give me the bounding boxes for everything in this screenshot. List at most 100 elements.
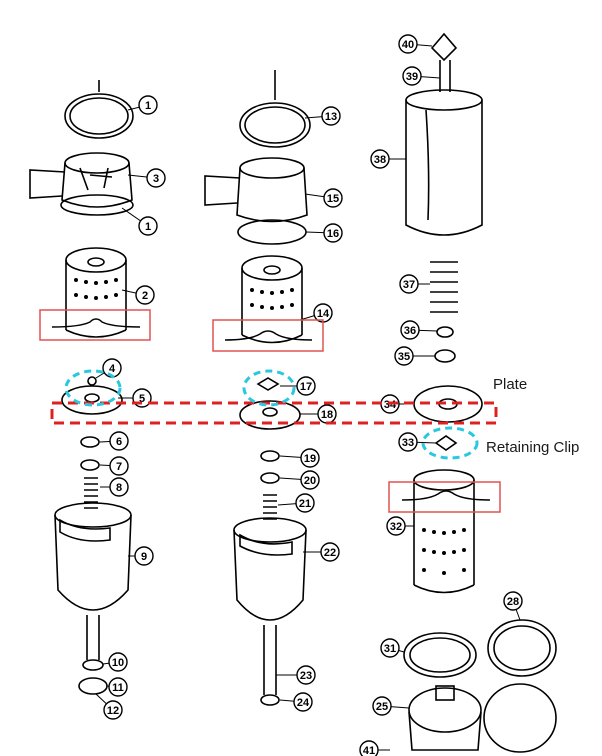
callout-number: 3 (153, 173, 159, 185)
callout-number: 14 (317, 308, 330, 320)
callout-35[interactable]: 35 (394, 346, 435, 366)
callout-bubble (321, 106, 341, 126)
callout-37[interactable]: 37 (399, 274, 430, 294)
retaining-clip-label: Retaining Clip (486, 439, 579, 456)
callout-number: 5 (139, 393, 145, 405)
callout-number: 1 (145, 221, 151, 233)
callout-bubble (380, 638, 400, 658)
base-housing-part (408, 683, 557, 753)
callout-22[interactable]: 22 (303, 542, 340, 562)
callout-number: 1 (145, 100, 151, 112)
callout-number: 33 (402, 437, 414, 449)
callout-21[interactable]: 21 (277, 493, 315, 513)
callout-24[interactable]: 24 (279, 692, 313, 712)
callout-12[interactable]: 12 (95, 693, 123, 720)
callout-2[interactable]: 2 (121, 285, 155, 305)
callout-bubble (394, 346, 414, 366)
o-ring-inner (69, 97, 129, 135)
callout-layer: 1312456789101112131516141718192021222324… (95, 34, 523, 756)
highlight-box-col3[interactable] (388, 481, 501, 513)
filter-element-part-3 (413, 469, 475, 594)
callout-bubble (300, 470, 320, 490)
callout-bubble (103, 700, 123, 720)
callout-10[interactable]: 10 (102, 652, 128, 672)
callout-bubble (398, 432, 418, 452)
callout-16[interactable]: 16 (305, 223, 343, 243)
highlight-box-col2[interactable] (212, 319, 324, 352)
callout-bubble (134, 546, 154, 566)
dashed-alignment-band (50, 401, 498, 425)
callout-number: 8 (116, 482, 122, 494)
callout-bubble (138, 95, 158, 115)
callout-32[interactable]: 32 (386, 516, 414, 536)
callout-31[interactable]: 31 (380, 638, 405, 658)
callout-23[interactable]: 23 (276, 665, 316, 685)
callout-6[interactable]: 6 (99, 431, 129, 451)
callout-number: 36 (404, 325, 416, 337)
callout-bubble (320, 542, 340, 562)
callout-number: 15 (327, 193, 339, 205)
callout-bubble (300, 448, 320, 468)
callout-bubble (296, 665, 316, 685)
callout-25[interactable]: 25 (372, 696, 410, 716)
callout-bubble (138, 216, 158, 236)
callout-number: 40 (402, 39, 414, 51)
callout-bubble (109, 431, 129, 451)
callout-13[interactable]: 13 (304, 106, 341, 126)
callout-number: 10 (112, 657, 124, 669)
callout-18[interactable]: 18 (300, 404, 337, 424)
callout-number: 18 (321, 409, 333, 421)
filter-head-part-2 (204, 157, 308, 245)
callout-33[interactable]: 33 (398, 432, 437, 452)
callout-number: 16 (327, 228, 339, 240)
callout-38[interactable]: 38 (370, 149, 406, 169)
callout-bubble (108, 652, 128, 672)
callout-11[interactable]: 11 (106, 677, 128, 697)
canister-part (405, 89, 483, 236)
callout-number: 39 (406, 71, 418, 83)
o-ring-part (64, 93, 134, 139)
callout-19[interactable]: 19 (279, 448, 320, 468)
callout-number: 28 (507, 596, 519, 608)
filter-head-part (29, 152, 134, 216)
callout-number: 23 (300, 670, 312, 682)
callout-bubble (399, 274, 419, 294)
callout-number: 19 (304, 453, 316, 465)
callout-number: 2 (142, 290, 148, 302)
callout-28[interactable]: 28 (503, 591, 523, 621)
focus-ring-col2 (242, 369, 296, 407)
callout-number: 21 (299, 498, 311, 510)
callout-9[interactable]: 9 (128, 546, 154, 566)
callout-17[interactable]: 17 (280, 376, 316, 396)
callout-40[interactable]: 40 (398, 34, 433, 54)
callout-8[interactable]: 8 (100, 477, 129, 497)
callout-bubble (295, 493, 315, 513)
callout-number: 32 (390, 521, 402, 533)
callout-number: 11 (112, 682, 124, 694)
callout-number: 41 (363, 745, 375, 756)
callout-20[interactable]: 20 (279, 470, 320, 490)
callout-15[interactable]: 15 (304, 188, 343, 208)
callout-bubble (370, 149, 390, 169)
callout-bubble (135, 285, 155, 305)
callout-bubble (359, 740, 379, 756)
callout-1[interactable]: 1 (121, 207, 158, 236)
callout-39[interactable]: 39 (402, 66, 441, 86)
callout-36[interactable]: 36 (400, 320, 438, 340)
highlight-box-col1[interactable] (39, 309, 151, 341)
callout-number: 4 (109, 363, 116, 375)
callout-41[interactable]: 41 (359, 740, 390, 756)
callout-7[interactable]: 7 (99, 456, 129, 476)
callout-number: 35 (398, 351, 410, 363)
callout-number: 25 (376, 701, 388, 713)
filter-element-part-2 (241, 255, 303, 344)
callout-3[interactable]: 3 (127, 168, 166, 188)
callout-number: 12 (107, 705, 119, 717)
callout-number: 38 (374, 154, 386, 166)
assembly-column-3 (403, 32, 557, 753)
callout-bubble (293, 692, 313, 712)
callout-1[interactable]: 1 (127, 95, 158, 115)
assembly-column-2 (204, 70, 311, 706)
callout-bubble (109, 477, 129, 497)
